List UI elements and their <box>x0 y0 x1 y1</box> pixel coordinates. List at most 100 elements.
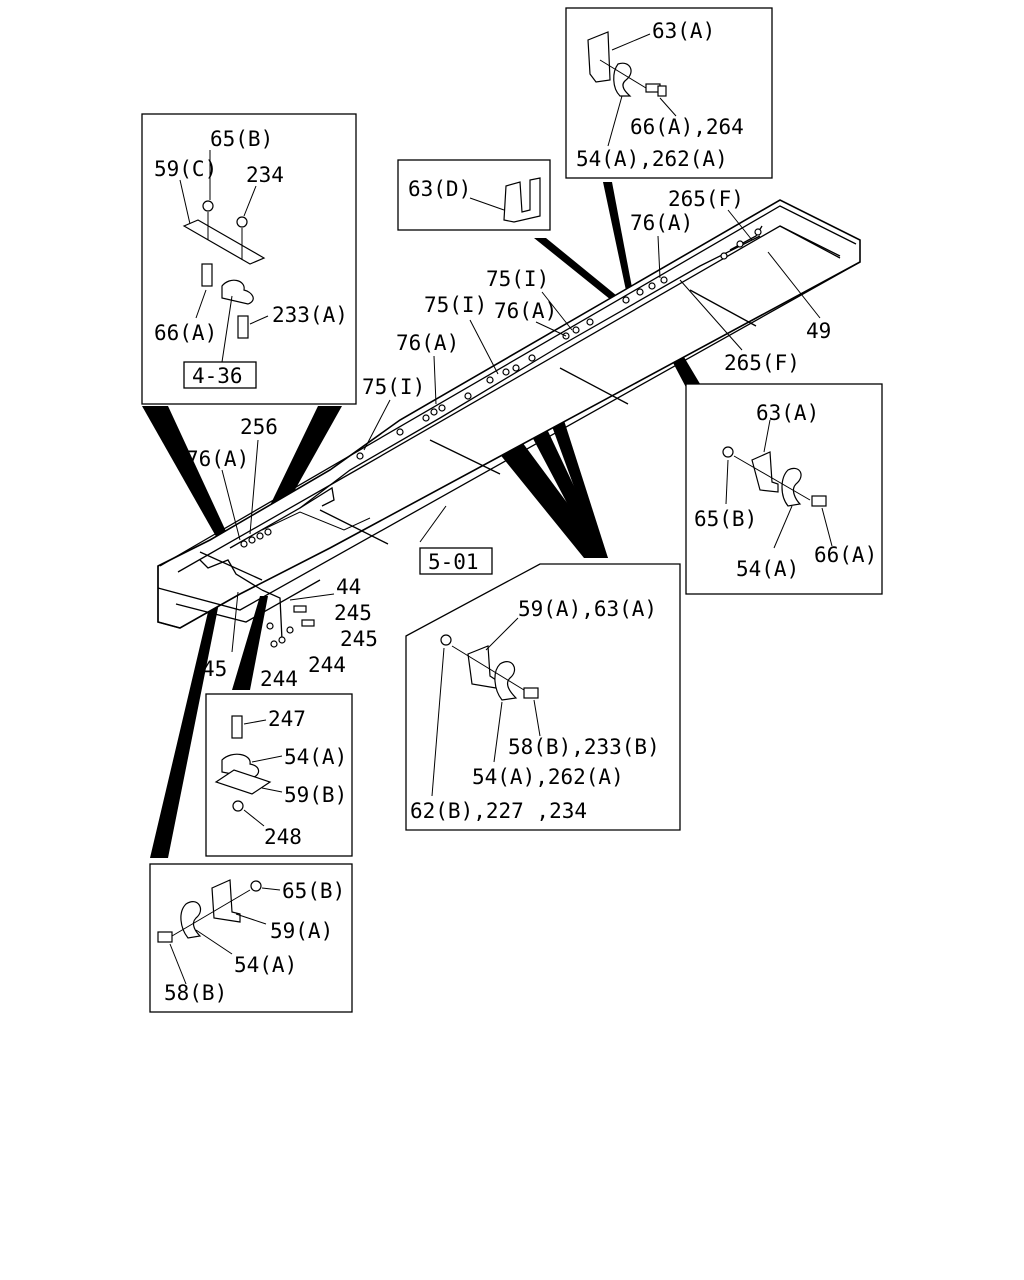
nut-65b <box>722 446 734 458</box>
bracket-59a <box>211 879 241 923</box>
label-49: 49 <box>806 319 831 343</box>
label-44: 44 <box>336 575 361 599</box>
label-75i-1: 75(I) <box>486 267 549 291</box>
label-75i-3: 75(I) <box>362 375 425 399</box>
panel-center: 59(A),63(A) 58(B),233(B) 54(A),262(A) 62… <box>405 563 681 831</box>
nut-234 <box>236 216 248 228</box>
label-76a-4: 76(A) <box>186 447 249 471</box>
harness-branch-44 <box>261 589 283 641</box>
label-ref-4-36: 4-36 <box>192 364 243 388</box>
frame-kick <box>261 511 371 531</box>
label-65b: 65(B) <box>210 127 273 151</box>
nut-248 <box>232 800 244 812</box>
ref-box-5-01 <box>419 547 493 575</box>
label-59a-63a: 59(A),63(A) <box>518 597 657 621</box>
nut-62b <box>440 634 452 646</box>
main-leaders <box>221 209 821 653</box>
label-54a: 54(A) <box>736 557 799 581</box>
bolt-66a <box>201 263 213 287</box>
bracket-63a <box>751 451 779 493</box>
label-234: 234 <box>246 163 284 187</box>
panel-top-right: 63(A) 66(A),264 54(A),262(A) <box>565 7 773 179</box>
wedge-bottom-left <box>150 578 224 858</box>
wedge-top-right <box>603 182 634 300</box>
label-65b: 65(B) <box>694 507 757 531</box>
panel-right: 63(A) 65(B) 54(A) 66(A) <box>685 383 883 595</box>
label-59a: 59(A) <box>270 919 333 943</box>
label-247: 247 <box>268 707 306 731</box>
plate-59c <box>182 219 266 265</box>
frame-rail-near-b <box>175 579 321 623</box>
bracket-63a <box>587 31 611 83</box>
frame-rail-inner <box>177 225 841 573</box>
clip-panel <box>221 279 254 305</box>
label-256: 256 <box>240 415 278 439</box>
bolt-58b <box>523 687 539 699</box>
clip-54a <box>494 661 518 701</box>
label-59b: 59(B) <box>284 783 347 807</box>
wedge-top-left-a <box>142 406 230 540</box>
label-ref-5-01: 5-01 <box>428 550 479 574</box>
panel-63d: 63(D) <box>397 159 551 231</box>
bolt-58b <box>157 931 173 943</box>
bolt-66a <box>811 495 827 507</box>
label-54a-262a: 54(A),262(A) <box>576 147 728 171</box>
label-54a: 54(A) <box>284 745 347 769</box>
bolt-247 <box>231 715 243 739</box>
wedge-63d <box>534 238 622 304</box>
label-66a: 66(A) <box>814 543 877 567</box>
clip-54a <box>781 467 802 507</box>
harness-clips <box>240 228 762 548</box>
label-59c: 59(C) <box>154 157 217 181</box>
clip-54a <box>180 901 202 939</box>
label-62b-227-234: 62(B),227 ,234 <box>410 799 587 823</box>
cross-member-4 <box>559 367 629 405</box>
label-54a: 54(A) <box>234 953 297 977</box>
label-245-2: 245 <box>340 627 378 651</box>
label-76a-2: 76(A) <box>494 299 557 323</box>
label-66a-264: 66(A),264 <box>630 115 744 139</box>
label-245-1: 245 <box>334 601 372 625</box>
wedge-mid-left <box>232 596 268 690</box>
label-58b: 58(B) <box>164 981 227 1005</box>
panel-bottom-left: 65(B) 59(A) 54(A) 58(B) <box>149 863 353 1013</box>
label-248: 248 <box>264 825 302 849</box>
cross-member-3 <box>429 439 501 475</box>
label-65b: 65(B) <box>282 879 345 903</box>
main-labels: 265(F) 76(A) 75(I) 75(I) 76(A) 76(A) 75(… <box>186 187 831 691</box>
panel-top-left: 65(B) 59(C) 234 66(A) 233(A) 4-36 <box>141 113 357 405</box>
label-233a: 233(A) <box>272 303 348 327</box>
frame-front-end <box>157 566 181 629</box>
label-75i-2: 75(I) <box>424 293 487 317</box>
bracket-63d <box>503 177 541 223</box>
plate-59b <box>214 769 272 795</box>
label-45: 45 <box>202 657 227 681</box>
label-63d: 63(D) <box>408 177 471 201</box>
label-244-1: 244 <box>308 653 346 677</box>
label-265f-top: 265(F) <box>668 187 744 211</box>
label-54a-262a: 54(A),262(A) <box>472 765 624 789</box>
label-63a: 63(A) <box>756 401 819 425</box>
nut-65b <box>250 880 262 892</box>
label-244-2: 244 <box>260 667 298 691</box>
bolt-233a <box>237 315 249 339</box>
cross-member-5 <box>689 289 757 327</box>
panel-mid-left: 247 54(A) 59(B) 248 <box>205 693 353 857</box>
harness-branch-down <box>299 486 335 509</box>
cross-member-6 <box>779 225 841 259</box>
bolt-group-44 <box>266 605 315 648</box>
label-63a: 63(A) <box>652 19 715 43</box>
cross-member-2 <box>319 509 389 545</box>
harness-branch-45 <box>199 559 263 591</box>
ref-box-4-36 <box>183 361 257 389</box>
nut-65b <box>202 200 214 212</box>
label-66a: 66(A) <box>154 321 217 345</box>
label-58b-233b: 58(B),233(B) <box>508 735 660 759</box>
wedge-top-left-b <box>262 406 342 522</box>
label-265f-bottom: 265(F) <box>724 351 800 375</box>
frame-rail-near <box>157 261 861 611</box>
label-76a-1: 76(A) <box>630 211 693 235</box>
label-76a-3: 76(A) <box>396 331 459 355</box>
frame-rail-top-edge <box>159 205 857 567</box>
